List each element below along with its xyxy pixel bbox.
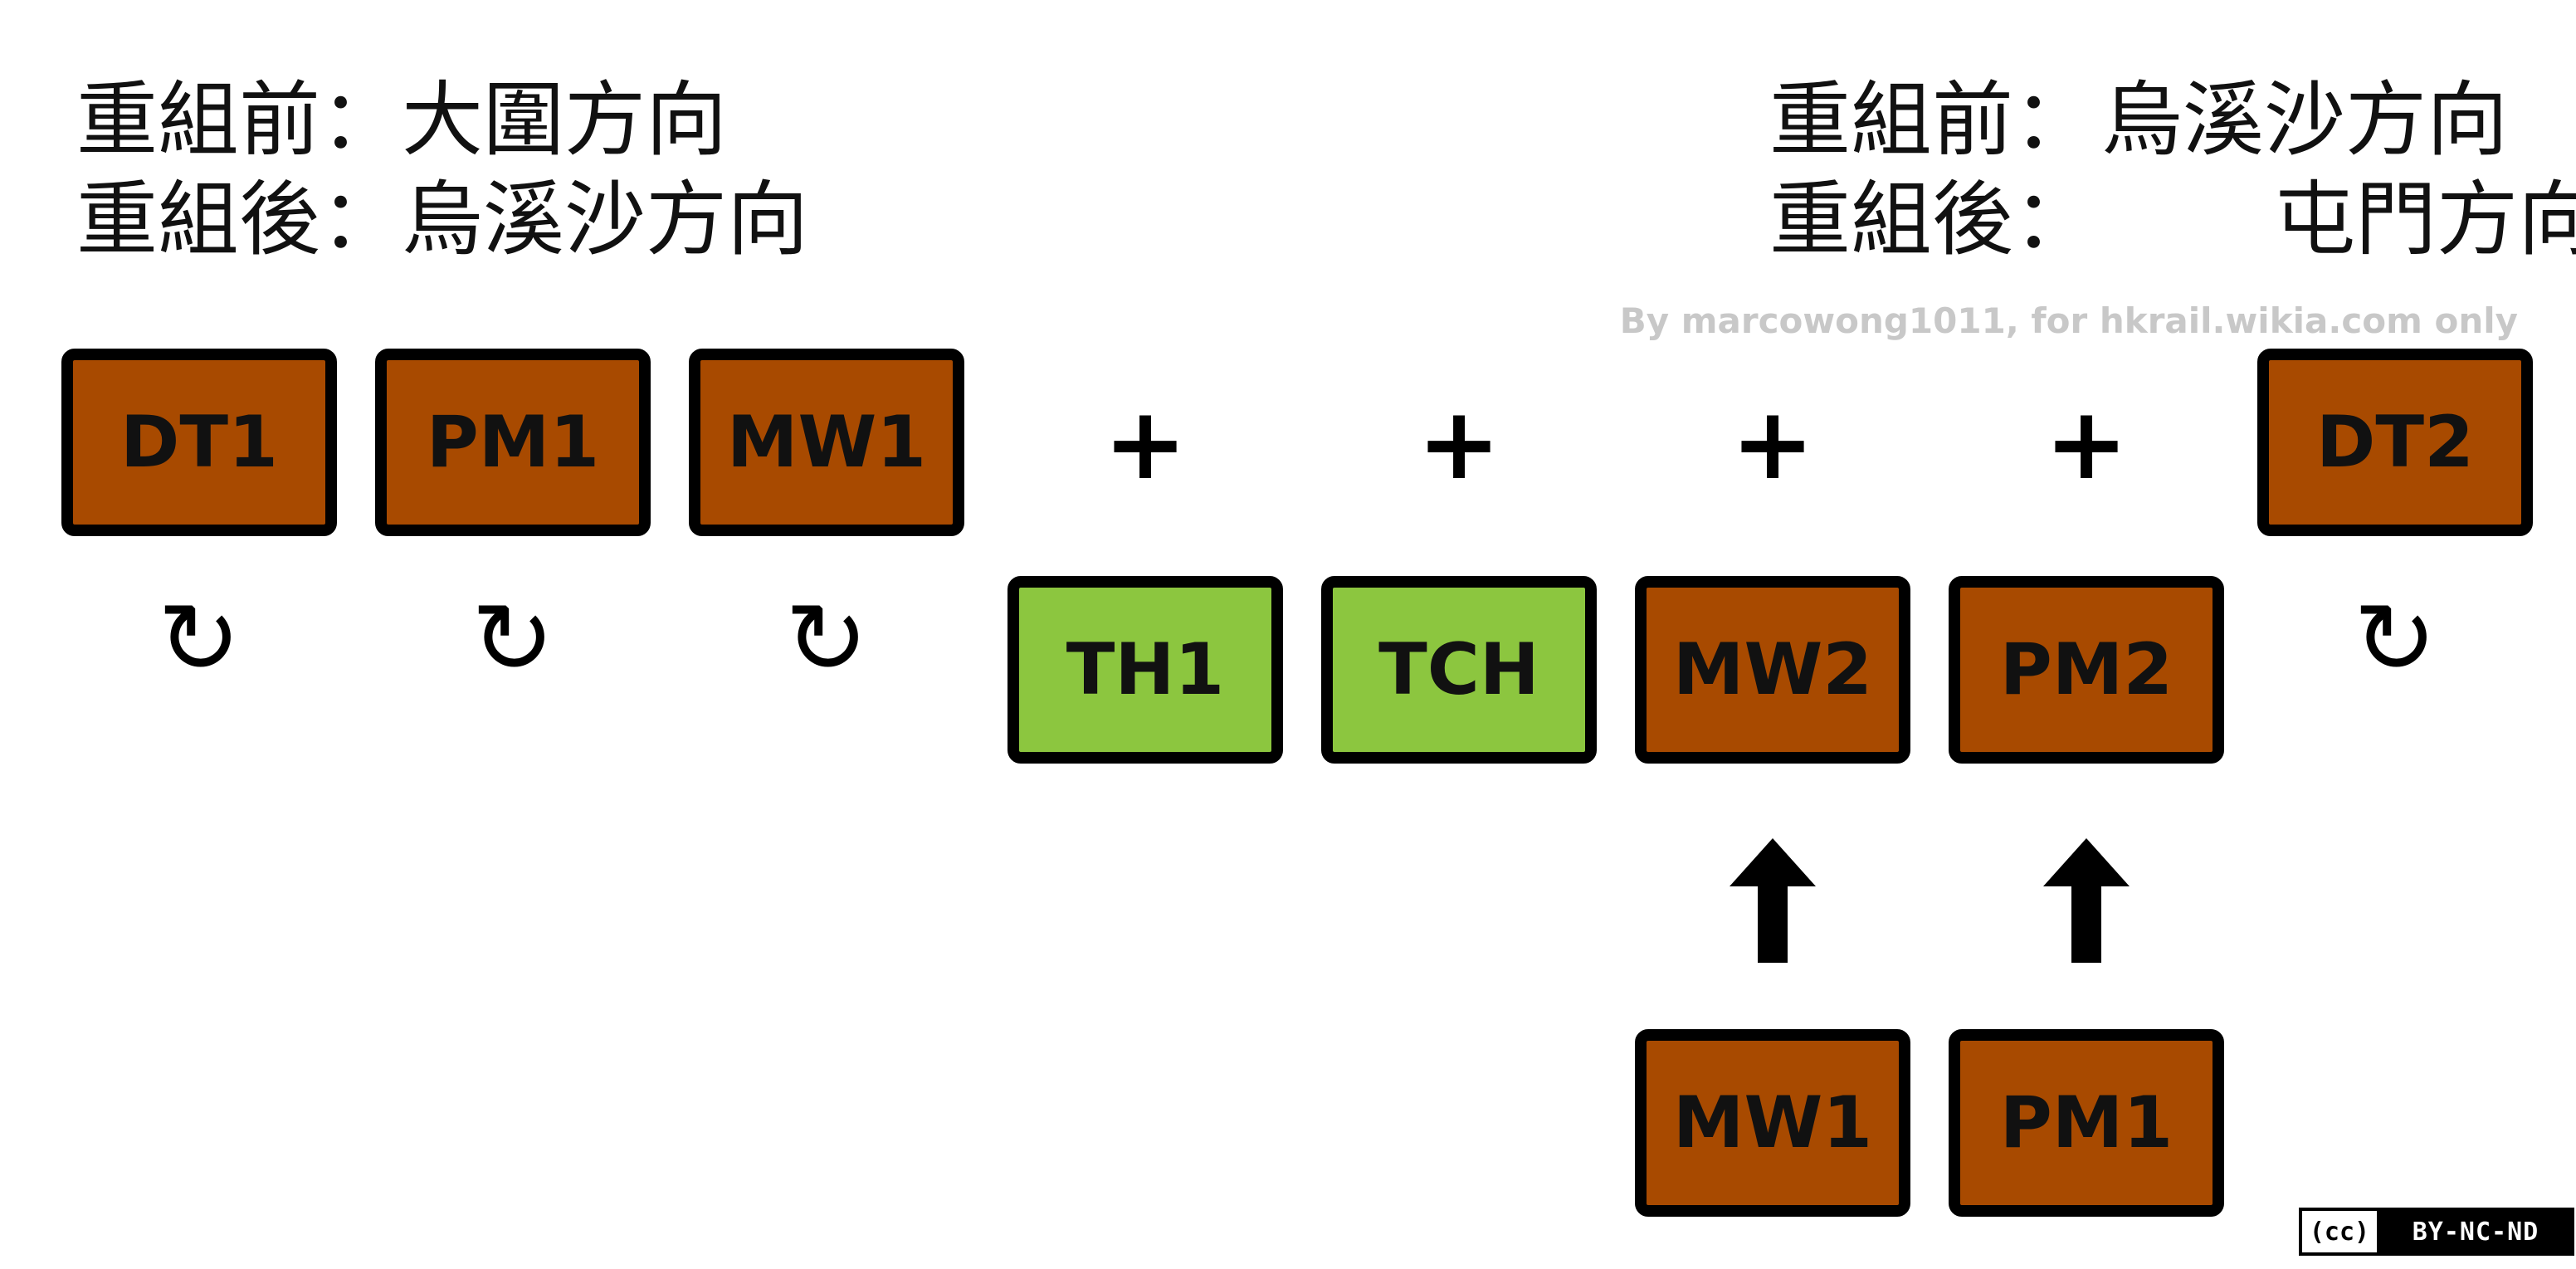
car-top-4: DT2 xyxy=(2257,349,2533,536)
car-top-2: PM1 xyxy=(375,349,651,536)
plus-2: + xyxy=(1417,386,1501,502)
license-terms: BY-NC-ND xyxy=(2380,1211,2571,1252)
cc-icon: (cc) xyxy=(2302,1211,2380,1252)
right-heading-after-value: 屯門方向 xyxy=(2273,173,2576,267)
right-heading-after-label: 重組後： xyxy=(1769,173,2095,267)
left-heading-after: 重組後：烏溪沙方向 xyxy=(76,173,809,267)
right-heading-before: 重組前：烏溪沙方向 xyxy=(1769,71,2576,170)
plus-3: + xyxy=(1730,386,1815,502)
plus-1: + xyxy=(1103,386,1188,502)
car-bottom-1: MW1 xyxy=(1635,1029,1910,1217)
plus-4: + xyxy=(2044,386,2129,502)
car-top-3: MW1 xyxy=(689,349,964,536)
car-middle-1: TH1 xyxy=(1007,576,1283,764)
credit-text: By marcowong1011, for hkrail.wikia.com o… xyxy=(1619,300,2518,341)
right-heading-before-label: 重組前： xyxy=(1769,73,2095,168)
car-middle-3: MW2 xyxy=(1635,576,1910,764)
right-heading: 重組前：烏溪沙方向 重組後： 屯門方向 xyxy=(1769,71,2576,270)
rotate-icon-1: ↻ xyxy=(157,581,242,697)
left-heading: 重組前：大圍方向 重組後：烏溪沙方向 xyxy=(76,71,808,270)
up-arrow-icon-2 xyxy=(2043,838,2130,963)
car-top-1: DT1 xyxy=(61,349,337,536)
car-middle-2: TCH xyxy=(1321,576,1597,764)
rotate-icon-3: ↻ xyxy=(784,581,869,697)
cc-license-badge[interactable]: (cc) BY-NC-ND xyxy=(2299,1208,2574,1256)
rotate-icon-4: ↻ xyxy=(2353,581,2437,697)
up-arrow-icon-1 xyxy=(1730,838,1816,963)
right-heading-after: 重組後： 屯門方向 xyxy=(1769,170,2576,270)
left-heading-before: 重組前：大圍方向 xyxy=(76,73,728,168)
car-middle-4: PM2 xyxy=(1949,576,2224,764)
car-bottom-2: PM1 xyxy=(1949,1029,2224,1217)
right-heading-before-value: 烏溪沙方向 xyxy=(2101,73,2509,168)
rotate-icon-2: ↻ xyxy=(471,581,555,697)
